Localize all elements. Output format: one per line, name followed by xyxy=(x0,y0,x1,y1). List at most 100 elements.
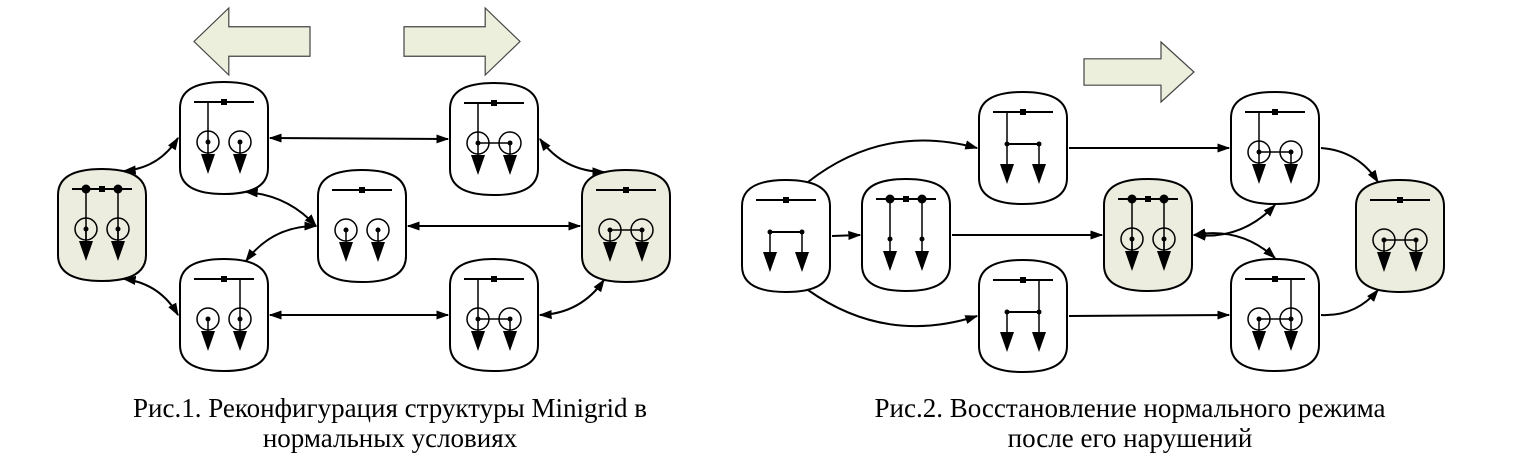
bidirectional-edge xyxy=(1192,204,1276,241)
load-arrow-icon xyxy=(503,155,517,175)
load-arrow-icon xyxy=(339,242,353,262)
load-arrow-icon xyxy=(233,154,247,174)
load-arrow-icon xyxy=(371,242,385,262)
load-arrow-icon xyxy=(1377,252,1391,272)
figure2-caption: Рис.2. Восстановление нормального режима… xyxy=(780,393,1480,453)
bus-breaker xyxy=(903,196,909,202)
bus-breaker xyxy=(99,186,105,192)
figure1-caption-line2: нормальных условиях xyxy=(262,423,518,453)
node-outline xyxy=(449,81,539,197)
directed-edge xyxy=(1068,310,1231,320)
bus-breaker xyxy=(1145,196,1151,202)
node-outline xyxy=(978,90,1068,206)
node-outline xyxy=(741,178,831,294)
node-outline xyxy=(449,257,539,373)
directed-edge xyxy=(1320,147,1379,184)
load-arrow-icon xyxy=(471,331,485,351)
substation-node xyxy=(581,168,671,284)
figure2-caption-line2: после его нарушений xyxy=(1007,423,1253,453)
load-arrow-icon xyxy=(763,252,777,272)
node-outline xyxy=(317,168,407,284)
load-arrow-icon xyxy=(1125,251,1139,271)
load-arrow-icon xyxy=(79,241,93,261)
node-outline xyxy=(1230,90,1320,206)
load-arrow-icon xyxy=(1000,164,1014,184)
substation-node xyxy=(449,81,539,197)
figure1-caption-line1: Рис.1. Реконфигурация структуры Minigrid… xyxy=(133,393,647,423)
node-outline xyxy=(179,80,269,196)
load-arrow-icon xyxy=(603,242,617,262)
substation-node xyxy=(741,178,831,294)
load-arrow-icon xyxy=(201,331,215,351)
right-direction-arrow-icon xyxy=(1083,40,1195,104)
load-arrow-icon xyxy=(1032,164,1046,184)
bidirectional-edge xyxy=(245,221,318,263)
directed-edge xyxy=(831,230,862,240)
load-arrow-icon xyxy=(1032,332,1046,352)
directed-edge xyxy=(807,289,979,328)
nodes-layer xyxy=(57,80,1445,374)
load-arrow-icon xyxy=(1000,332,1014,352)
bidirectional-edge xyxy=(539,137,606,177)
direction-arrows-layer xyxy=(193,6,1195,104)
bus-breaker xyxy=(221,276,227,282)
substation-node xyxy=(179,257,269,373)
bidirectional-edge xyxy=(1192,228,1276,259)
bidirectional-edge xyxy=(538,278,605,320)
load-arrow-icon xyxy=(111,241,125,261)
load-arrow-icon xyxy=(1284,331,1298,351)
load-arrow-icon xyxy=(201,154,215,174)
load-arrow-icon xyxy=(503,331,517,351)
bus-breaker xyxy=(783,197,789,203)
load-arrow-icon xyxy=(795,252,809,272)
node-outline xyxy=(1103,177,1193,293)
left-direction-arrow-icon xyxy=(193,6,311,77)
substation-node xyxy=(449,257,539,373)
node-outline xyxy=(1230,257,1320,373)
figure2-caption-line1: Рис.2. Восстановление нормального режима xyxy=(874,393,1386,423)
substation-node xyxy=(978,90,1068,206)
substation-node xyxy=(1230,257,1320,373)
bidirectional-edge xyxy=(122,275,179,317)
load-arrow-icon xyxy=(1284,164,1298,184)
load-arrow-icon xyxy=(915,251,929,271)
directed-edge xyxy=(1320,289,1379,317)
bus-breaker xyxy=(623,187,629,193)
load-arrow-icon xyxy=(471,155,485,175)
node-dot xyxy=(919,236,925,242)
bus-breaker xyxy=(221,99,227,105)
substation-node xyxy=(1355,178,1445,294)
node-outline xyxy=(861,177,951,293)
bus-breaker xyxy=(1020,109,1026,115)
node-outline xyxy=(978,258,1068,374)
node-outline xyxy=(179,257,269,373)
right-direction-arrow-icon xyxy=(403,6,521,77)
node-outline xyxy=(57,167,147,283)
edges-layer xyxy=(122,133,1379,328)
bus-breaker xyxy=(1397,197,1403,203)
bus-breaker xyxy=(1020,277,1026,283)
substation-node xyxy=(179,80,269,196)
load-arrow-icon xyxy=(635,242,649,262)
bus-breaker xyxy=(359,187,365,193)
load-arrow-icon xyxy=(1252,331,1266,351)
load-arrow-icon xyxy=(1409,252,1423,272)
substation-node xyxy=(1103,177,1193,293)
node-outline xyxy=(581,168,671,284)
node-outline xyxy=(1355,178,1445,294)
substation-node xyxy=(1230,90,1320,206)
directed-edge xyxy=(807,139,979,183)
bus-breaker xyxy=(1272,109,1278,115)
bidirectional-edge xyxy=(122,136,179,175)
substation-node xyxy=(57,167,147,283)
bidirectional-edge xyxy=(268,133,450,144)
bus-breaker xyxy=(1272,276,1278,282)
load-arrow-icon xyxy=(233,331,247,351)
load-arrow-icon xyxy=(1157,251,1171,271)
node-dot xyxy=(887,236,893,242)
bus-breaker xyxy=(491,276,497,282)
substation-node xyxy=(317,168,407,284)
bidirectional-edge xyxy=(244,188,317,227)
bus-breaker xyxy=(491,100,497,106)
substation-node xyxy=(978,258,1068,374)
